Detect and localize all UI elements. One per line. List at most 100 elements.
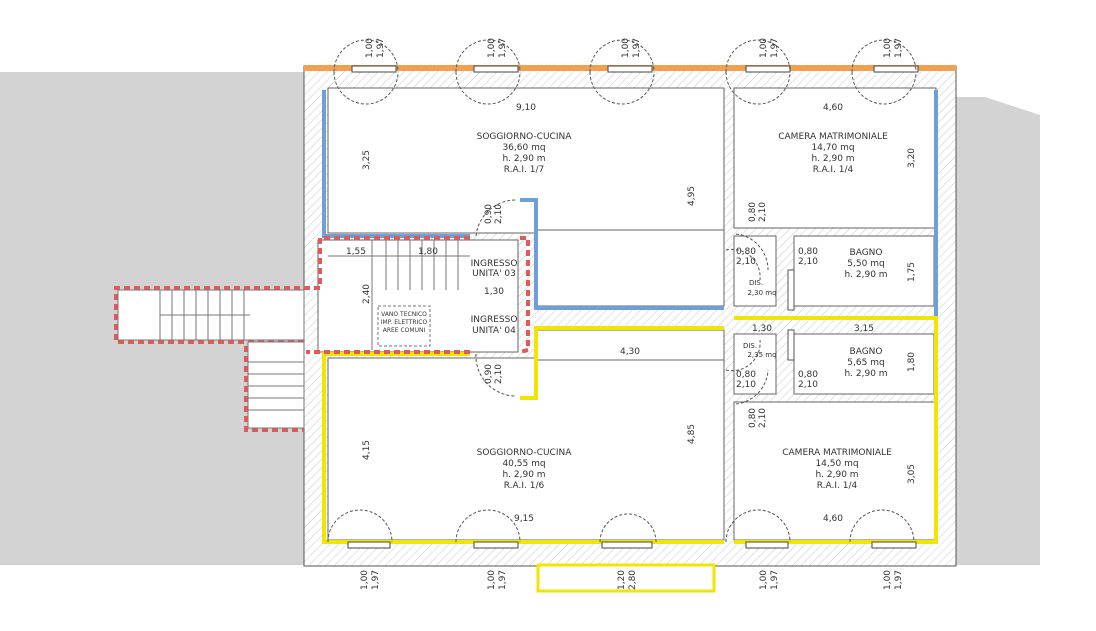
room-height-bagno-top: h. 2,90 m xyxy=(844,270,887,280)
door-dim-090-bottom: 0,90 xyxy=(484,364,494,384)
room-height-camera-bottom: h. 2,90 m xyxy=(815,470,858,480)
dim-4-30: 4,30 xyxy=(620,347,640,357)
neighbour-building-right xyxy=(956,97,1040,565)
win-dim-120-b3: 1,20 xyxy=(617,570,627,590)
windows-bottom xyxy=(347,541,917,549)
win-dim-280-b3: 2,80 xyxy=(628,570,638,590)
room-area-dis-bottom: 2,35 mq xyxy=(747,351,776,359)
door-dim-210-a: 2,10 xyxy=(736,257,756,267)
dim-1-30-dis: 1,30 xyxy=(752,324,772,334)
door-dim-080-camera-top: 0,80 xyxy=(748,202,758,222)
dim-4-85: 4,85 xyxy=(687,424,697,444)
win-dim-100-t4: 1,00 xyxy=(759,38,769,58)
win-dim-197-t4: 1,97 xyxy=(770,38,780,58)
room-area-camera-top: 14,70 mq xyxy=(811,143,854,153)
external-stairs xyxy=(117,289,305,429)
vano-line3: AREE COMUNI xyxy=(383,327,426,334)
room-rai-soggiorno-bottom: R.A.I. 1/6 xyxy=(504,481,545,491)
room-height-soggiorno-top: h. 2,90 m xyxy=(502,154,545,164)
room-name-dis-bottom: DIS. xyxy=(743,342,757,350)
room-height-bagno-bottom: h. 2,90 m xyxy=(844,369,887,379)
entrance-04-line1: INGRESSO xyxy=(471,315,518,325)
dim-4-95: 4,95 xyxy=(687,186,697,206)
balcony xyxy=(536,563,716,593)
room-rai-camera-bottom: R.A.I. 1/4 xyxy=(817,481,858,491)
room-area-soggiorno-top: 36,60 mq xyxy=(502,143,545,153)
win-dim-100-t3: 1,00 xyxy=(621,38,631,58)
dim-1-80-stair: 1,80 xyxy=(418,247,438,257)
dim-1-55: 1,55 xyxy=(346,247,366,257)
door-dim-210-c: 2,10 xyxy=(736,380,756,390)
interior-doors xyxy=(475,199,795,405)
door-dim-210-d: 2,10 xyxy=(798,380,818,390)
dim-2-40: 2,40 xyxy=(362,284,372,304)
win-dim-197-t1: 1,97 xyxy=(376,38,386,58)
win-dim-197-t2: 1,97 xyxy=(498,38,508,58)
win-dim-100-b5: 1,00 xyxy=(883,570,893,590)
internal-stairs xyxy=(328,240,470,350)
win-dim-100-b2: 1,00 xyxy=(487,570,497,590)
door-dim-210-top: 2,10 xyxy=(494,204,504,224)
door-dim-210-camera-top: 2,10 xyxy=(758,202,768,222)
door-dim-080-d: 0,80 xyxy=(798,370,818,380)
door-dim-080-b: 0,80 xyxy=(798,247,818,257)
door-dim-080-camera-bottom: 0,80 xyxy=(748,408,758,428)
room-name-camera-top: CAMERA MATRIMONIALE xyxy=(778,132,888,142)
win-dim-100-t1: 1,00 xyxy=(365,38,375,58)
win-dim-100-t5: 1,00 xyxy=(883,38,893,58)
room-name-soggiorno-top: SOGGIORNO-CUCINA xyxy=(477,132,573,142)
dim-3-25: 3,25 xyxy=(362,150,372,170)
window-swings-bottom xyxy=(327,509,915,543)
door-dim-210-bottom: 2,10 xyxy=(494,364,504,384)
dim-1-75: 1,75 xyxy=(907,262,917,282)
entrance-03-line1: INGRESSO xyxy=(471,259,518,269)
room-rai-soggiorno-top: R.A.I. 1/7 xyxy=(504,165,545,175)
door-dim-090-top: 0,90 xyxy=(484,204,494,224)
room-name-dis-top: DIS. xyxy=(749,279,763,287)
dim-4-60-bottom: 4,60 xyxy=(823,514,843,524)
win-dim-197-t3: 1,97 xyxy=(632,38,642,58)
dim-1-80-bagno: 1,80 xyxy=(907,352,917,372)
vano-line1: VANO TECNICO xyxy=(381,311,427,318)
dim-9-15: 9,15 xyxy=(514,514,534,524)
room-area-dis-top: 2,30 mq xyxy=(747,289,776,297)
win-dim-197-t5: 1,97 xyxy=(894,38,904,58)
door-dim-080-c: 0,80 xyxy=(736,370,756,380)
room-height-camera-top: h. 2,90 m xyxy=(811,154,854,164)
room-area-bagno-bottom: 5,65 mq xyxy=(847,358,884,368)
win-dim-197-b1: 1,97 xyxy=(371,570,381,590)
dim-3-05: 3,05 xyxy=(907,464,917,484)
room-area-bagno-top: 5,50 mq xyxy=(847,259,884,269)
win-dim-100-b1: 1,00 xyxy=(360,570,370,590)
dim-1-30-entry: 1,30 xyxy=(484,287,504,297)
win-dim-197-b4: 1,97 xyxy=(770,570,780,590)
room-name-soggiorno-bottom: SOGGIORNO-CUCINA xyxy=(477,448,573,458)
window-swings-top xyxy=(333,39,917,105)
room-height-soggiorno-bottom: h. 2,90 m xyxy=(502,470,545,480)
door-dim-210-camera-bottom: 2,10 xyxy=(758,408,768,428)
win-dim-197-b2: 1,97 xyxy=(498,570,508,590)
common-areas-boundary xyxy=(114,236,530,432)
win-dim-100-t2: 1,00 xyxy=(487,38,497,58)
dim-4-15: 4,15 xyxy=(362,440,372,460)
room-name-bagno-bottom: BAGNO xyxy=(850,347,883,357)
vano-line2: IMP. ELETTRICO xyxy=(381,319,428,326)
interior-rooms xyxy=(317,87,937,541)
dim-3-20: 3,20 xyxy=(907,148,917,168)
entrance-04-line2: UNITA' 04 xyxy=(472,326,516,336)
win-dim-197-b5: 1,97 xyxy=(894,570,904,590)
win-dim-100-b4: 1,00 xyxy=(759,570,769,590)
room-area-camera-bottom: 14,50 mq xyxy=(815,459,858,469)
room-name-bagno-top: BAGNO xyxy=(850,248,883,258)
room-area-soggiorno-bottom: 40,55 mq xyxy=(502,459,545,469)
dim-9-10: 9,10 xyxy=(516,103,536,113)
dim-3-15: 3,15 xyxy=(854,324,874,334)
door-dim-210-b: 2,10 xyxy=(798,257,818,267)
room-name-camera-bottom: CAMERA MATRIMONIALE xyxy=(782,448,892,458)
dim-4-60-top: 4,60 xyxy=(823,103,843,113)
door-dim-080-a: 0,80 xyxy=(736,247,756,257)
room-rai-camera-top: R.A.I. 1/4 xyxy=(813,165,854,175)
entrance-03-line2: UNITA' 03 xyxy=(472,269,516,279)
